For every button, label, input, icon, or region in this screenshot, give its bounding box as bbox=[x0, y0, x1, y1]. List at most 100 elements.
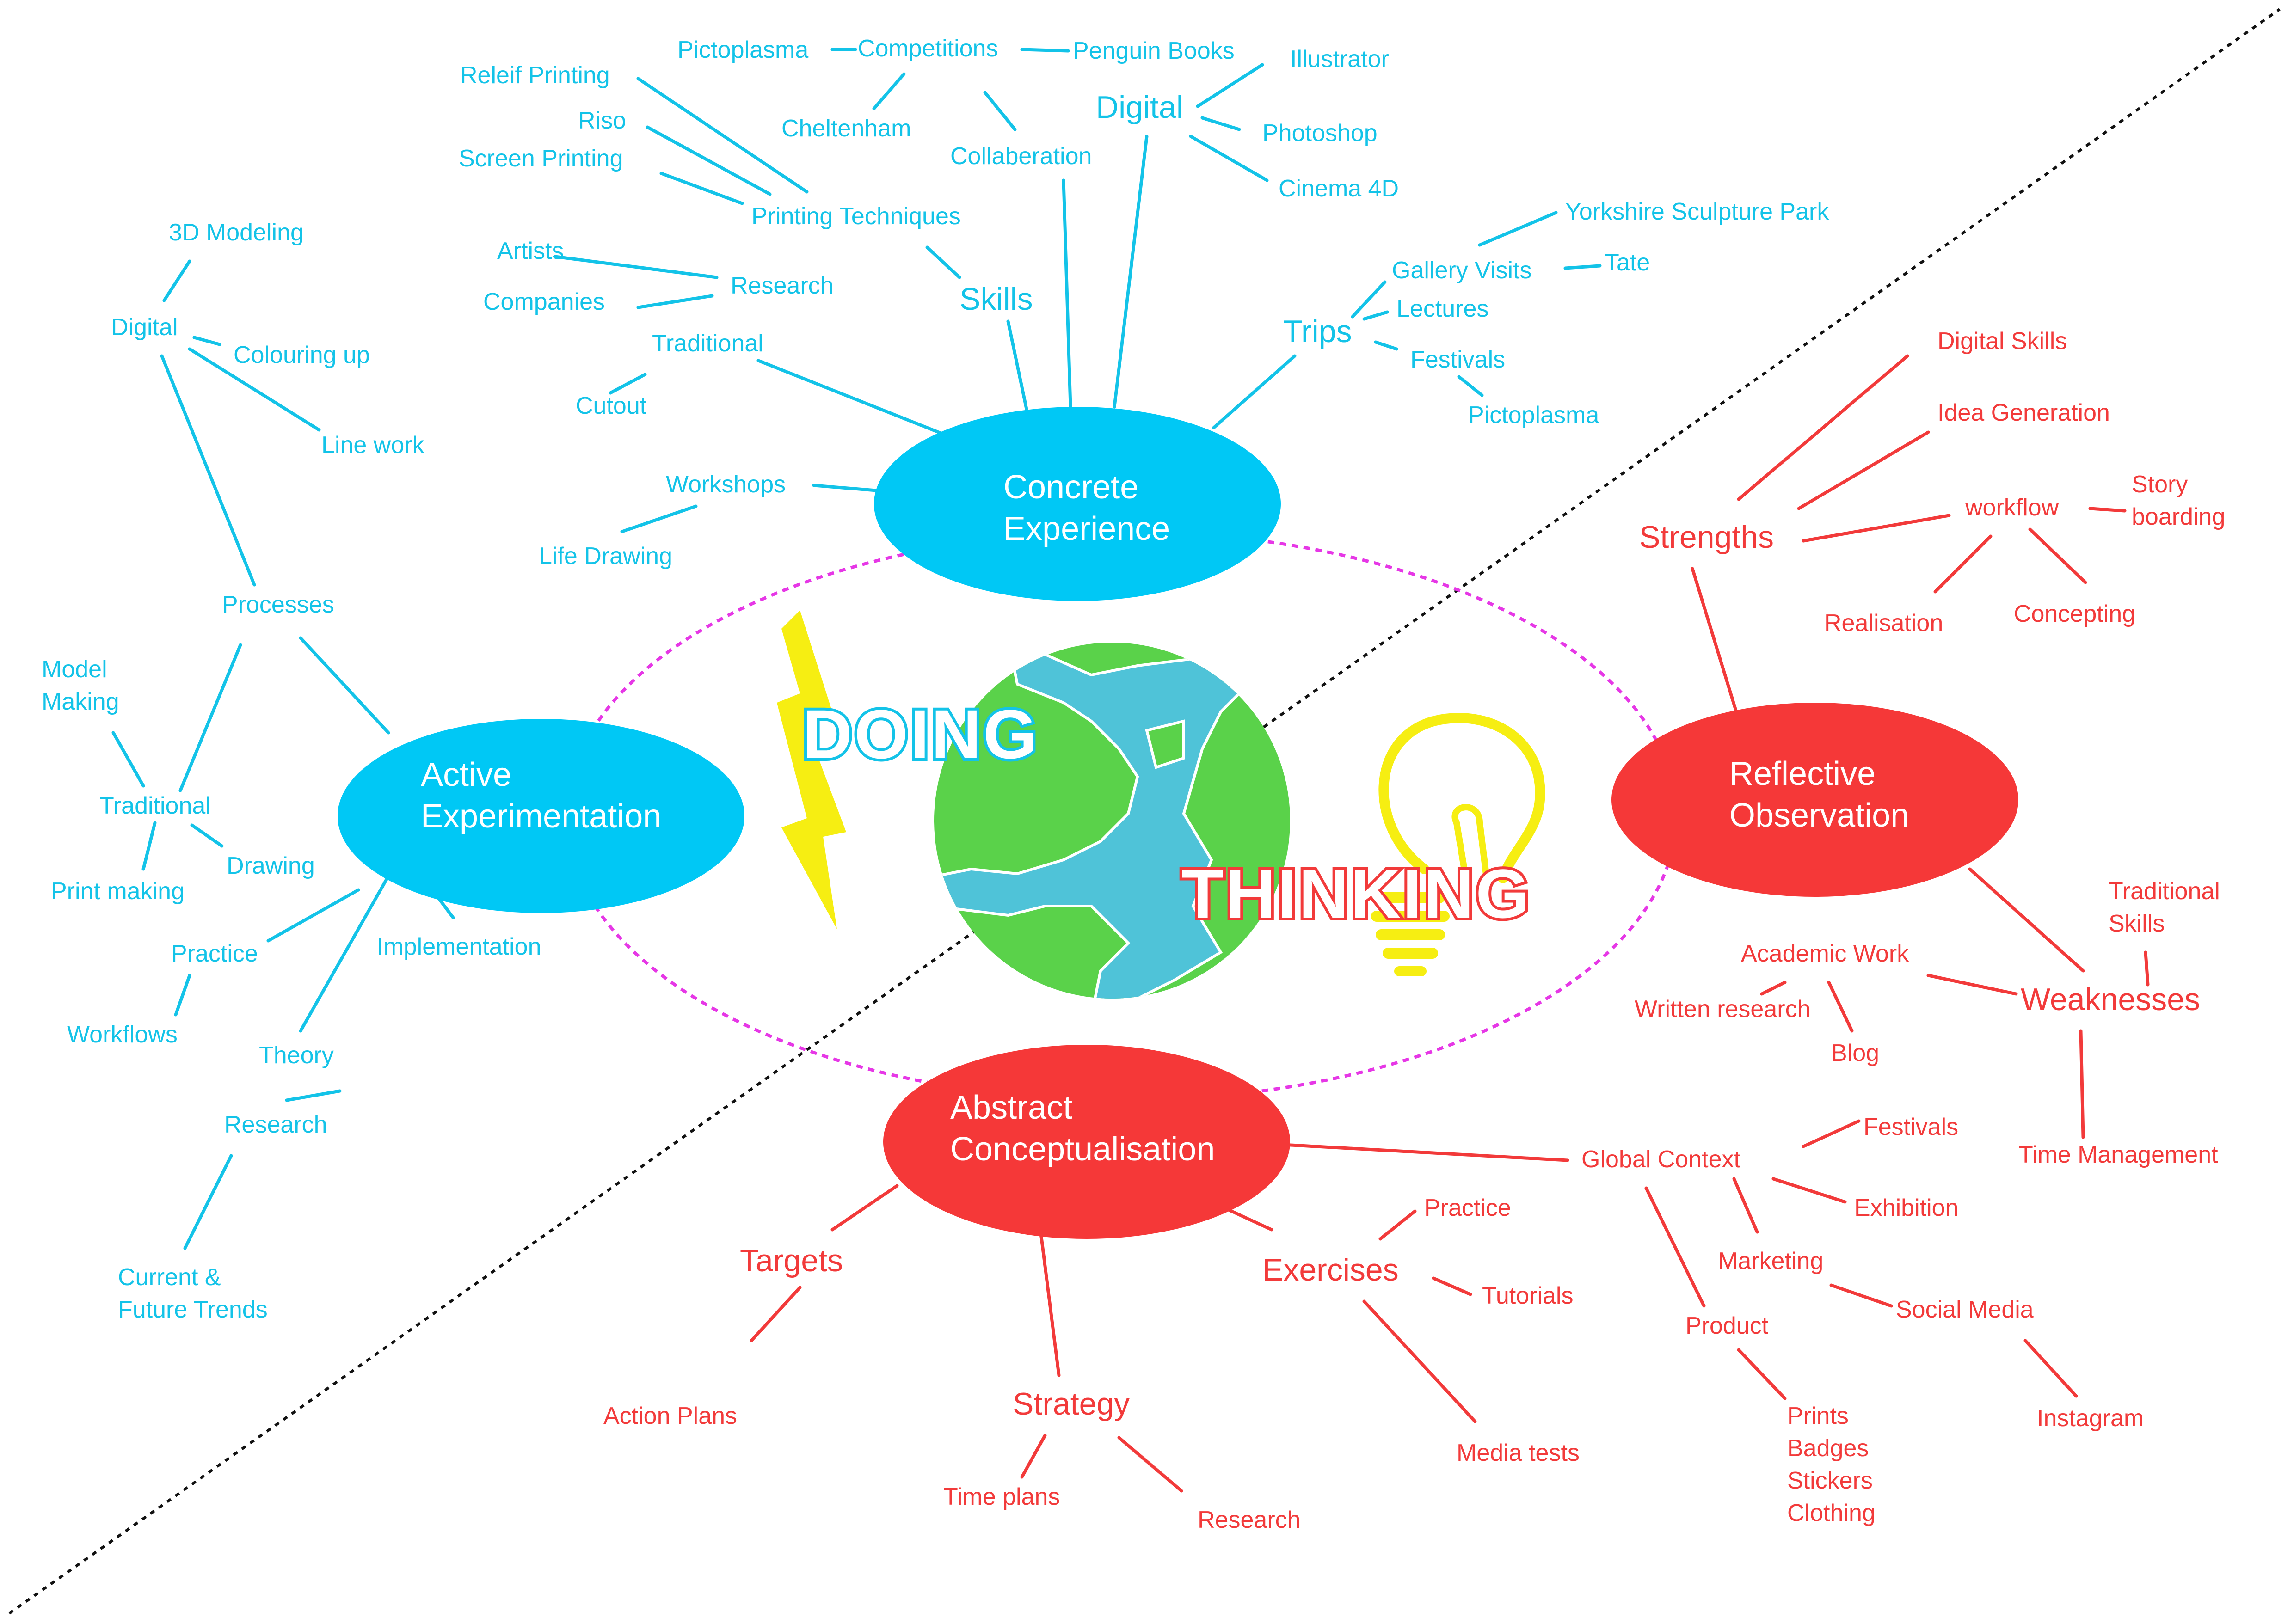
node-companies: Companies bbox=[483, 288, 605, 315]
node-trends: Future Trends bbox=[118, 1296, 268, 1323]
hub-abstract-conceptualisation: Abstract Conceptualisation bbox=[883, 1045, 1290, 1239]
node-strategy: Strategy bbox=[1013, 1386, 1130, 1422]
hub-label: Observation bbox=[1729, 797, 1909, 834]
node-practice: Practice bbox=[1424, 1195, 1511, 1221]
node-digital: Digital bbox=[1096, 90, 1183, 125]
light-bulb-icon bbox=[1371, 713, 1545, 976]
node-traditional: Traditional bbox=[652, 330, 763, 357]
node-artists: Artists bbox=[497, 238, 564, 264]
node-pictoplasma-festival: Pictoplasma bbox=[1468, 402, 1599, 429]
node-workshops: Workshops bbox=[666, 471, 786, 498]
node-trends: Current & bbox=[118, 1264, 221, 1291]
hub-concrete-experience: Concrete Experience bbox=[874, 407, 1281, 601]
node-strengths: Strengths bbox=[1639, 520, 1774, 555]
node-cheltenham: Cheltenham bbox=[781, 115, 911, 142]
node-academic-work: Academic Work bbox=[1741, 940, 1909, 967]
node-product-item: Clothing bbox=[1787, 1500, 1876, 1526]
node-written-research: Written research bbox=[1635, 996, 1811, 1023]
node-implementation: Implementation bbox=[377, 933, 541, 960]
hub-label: Experience bbox=[1003, 510, 1170, 547]
node-idea-generation: Idea Generation bbox=[1937, 399, 2110, 426]
node-research: Research bbox=[224, 1111, 327, 1138]
hub-active-experimentation: Active Experimentation bbox=[338, 719, 744, 913]
node-exercises: Exercises bbox=[1262, 1252, 1399, 1287]
node-pictoplasma: Pictoplasma bbox=[677, 37, 808, 63]
node-lectures: Lectures bbox=[1396, 295, 1488, 322]
node-colouring-up: Colouring up bbox=[234, 342, 370, 368]
node-weaknesses: Weaknesses bbox=[2021, 982, 2200, 1017]
node-trips: Trips bbox=[1283, 314, 1352, 349]
node-printing-techniques: Printing Techniques bbox=[751, 203, 961, 230]
node-releif-printing: Releif Printing bbox=[460, 62, 610, 89]
node-collaberation: Collaberation bbox=[950, 143, 1092, 170]
reflective-connectors bbox=[1691, 354, 2150, 1139]
node-riso: Riso bbox=[578, 107, 626, 134]
node-competitions: Competitions bbox=[858, 35, 998, 62]
node-product-item: Prints bbox=[1787, 1403, 1849, 1429]
node-line-work: Line work bbox=[321, 432, 425, 459]
node-traditional-skills: Traditional bbox=[2109, 878, 2220, 905]
node-story-boarding: boarding bbox=[2132, 503, 2225, 530]
active-branch: 3D Modeling Digital Colouring up Line wo… bbox=[42, 219, 541, 1323]
concrete-connectors bbox=[553, 48, 1602, 533]
hub-label: Conceptualisation bbox=[950, 1131, 1215, 1168]
node-photoshop: Photoshop bbox=[1262, 120, 1378, 147]
node-life-drawing: Life Drawing bbox=[539, 543, 672, 570]
node-media-tests: Media tests bbox=[1457, 1440, 1580, 1466]
reflective-branch: Digital Skills Idea Generation Story boa… bbox=[1635, 328, 2225, 1168]
node-product: Product bbox=[1685, 1312, 1769, 1339]
thinking-word: THINKING bbox=[1181, 855, 1531, 932]
node-research: Research bbox=[1198, 1507, 1301, 1533]
node-tate: Tate bbox=[1605, 249, 1650, 276]
node-time-plans: Time plans bbox=[943, 1483, 1060, 1510]
hub-label: Abstract bbox=[950, 1089, 1072, 1126]
node-traditional: Traditional bbox=[99, 792, 211, 819]
node-research: Research bbox=[731, 272, 834, 299]
node-story-boarding: Story bbox=[2132, 471, 2188, 498]
node-realisation: Realisation bbox=[1824, 610, 1943, 637]
node-cutout: Cutout bbox=[576, 392, 647, 419]
node-traditional-skills: Skills bbox=[2109, 910, 2165, 937]
node-marketing: Marketing bbox=[1718, 1248, 1823, 1275]
active-connectors bbox=[111, 259, 455, 1250]
node-global-context: Global Context bbox=[1581, 1146, 1741, 1173]
hub-label: Reflective bbox=[1729, 755, 1876, 792]
node-workflows: Workflows bbox=[67, 1021, 178, 1048]
concrete-branch: Pictoplasma Competitions Penguin Books I… bbox=[459, 35, 1829, 570]
node-drawing: Drawing bbox=[227, 852, 315, 879]
node-processes: Processes bbox=[222, 591, 334, 618]
node-model-making: Model bbox=[42, 656, 107, 683]
node-skills: Skills bbox=[959, 282, 1033, 317]
node-product-item: Badges bbox=[1787, 1435, 1869, 1462]
node-blog: Blog bbox=[1831, 1040, 1879, 1066]
node-instagram: Instagram bbox=[2037, 1405, 2144, 1432]
node-model-making: Making bbox=[42, 688, 119, 715]
node-festivals: Festivals bbox=[1863, 1114, 1958, 1140]
node-cinema-4d: Cinema 4D bbox=[1279, 175, 1399, 202]
node-print-making: Print making bbox=[51, 878, 185, 905]
node-digital-skills: Digital Skills bbox=[1937, 328, 2067, 355]
node-exhibition: Exhibition bbox=[1854, 1195, 1958, 1221]
node-product-item: Stickers bbox=[1787, 1467, 1873, 1494]
node-digital: Digital bbox=[111, 314, 178, 341]
node-tutorials: Tutorials bbox=[1482, 1282, 1573, 1309]
hub-label: Concrete bbox=[1003, 469, 1138, 506]
node-social-media: Social Media bbox=[1896, 1296, 2034, 1323]
node-practice: Practice bbox=[171, 940, 258, 967]
doing-word: DOING bbox=[802, 695, 1039, 773]
node-gallery-visits: Gallery Visits bbox=[1392, 257, 1531, 284]
node-illustrator: Illustrator bbox=[1290, 46, 1389, 73]
node-concepting: Concepting bbox=[2014, 601, 2135, 627]
lightning-bolt-icon bbox=[777, 610, 846, 929]
node-workflow: workflow bbox=[1965, 494, 2059, 521]
node-action-plans: Action Plans bbox=[603, 1403, 737, 1429]
globe-icon bbox=[934, 643, 1290, 999]
node-targets: Targets bbox=[740, 1243, 843, 1278]
node-3d-modeling: 3D Modeling bbox=[169, 219, 304, 246]
node-time-management: Time Management bbox=[2018, 1141, 2218, 1168]
hub-label: Experimentation bbox=[421, 798, 661, 835]
node-screen-printing: Screen Printing bbox=[459, 145, 623, 172]
node-festivals: Festivals bbox=[1410, 346, 1505, 373]
